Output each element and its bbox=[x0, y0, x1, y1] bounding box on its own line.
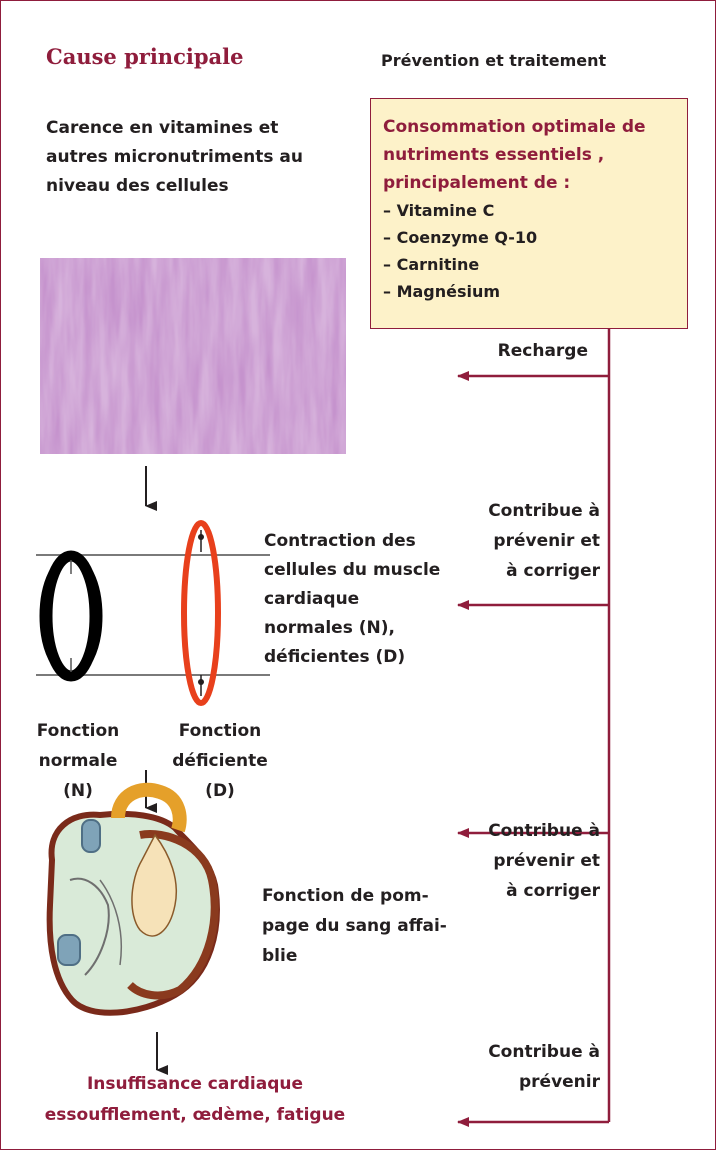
normal-cell-shape bbox=[41, 555, 101, 677]
contraction-line: cardiaque bbox=[264, 585, 454, 614]
contraction-line: normales (N), bbox=[264, 614, 454, 643]
contraction-line: déficientes (D) bbox=[264, 643, 454, 672]
contribue-label-3-line: Contribue à bbox=[420, 1037, 600, 1067]
fonction-deficiente-line: (D) bbox=[160, 776, 280, 806]
insuffisance-label: Insuffisance cardiaque essoufflement, œd… bbox=[20, 1069, 370, 1131]
contribue-label-3: Contribue à prévenir bbox=[420, 1037, 600, 1097]
fonction-deficiente-label: Fonction déficiente (D) bbox=[160, 716, 280, 806]
contraction-line: Contraction des bbox=[264, 527, 454, 556]
fonction-normale-line: Fonction bbox=[22, 716, 134, 746]
deficient-cell-shape bbox=[184, 523, 218, 703]
pompage-line: blie bbox=[262, 941, 452, 971]
pompage-label: Fonction de pom- page du sang affai- bli… bbox=[262, 881, 452, 971]
fonction-normale-line: normale bbox=[22, 746, 134, 776]
pompage-line: page du sang affai- bbox=[262, 911, 452, 941]
fonction-deficiente-line: déficiente bbox=[160, 746, 280, 776]
contribue-label-1-line: Contribue à bbox=[420, 496, 600, 526]
contribue-label-2-line: prévenir et bbox=[420, 846, 600, 876]
contraction-line: cellules du muscle bbox=[264, 556, 454, 585]
recharge-label: Recharge bbox=[420, 338, 588, 364]
contribue-label-2-line: Contribue à bbox=[420, 816, 600, 846]
insuffisance-line: Insuffisance cardiaque bbox=[20, 1069, 370, 1100]
contribue-label-3-line: prévenir bbox=[420, 1067, 600, 1097]
contraction-label: Contraction des cellules du muscle cardi… bbox=[264, 527, 454, 672]
heart-illustration bbox=[50, 790, 217, 1013]
fonction-normale-label: Fonction normale (N) bbox=[22, 716, 134, 806]
fonction-deficiente-line: Fonction bbox=[160, 716, 280, 746]
pompage-line: Fonction de pom- bbox=[262, 881, 452, 911]
fonction-normale-line: (N) bbox=[22, 776, 134, 806]
insuffisance-line: essoufflement, œdème, fatigue bbox=[20, 1100, 370, 1131]
